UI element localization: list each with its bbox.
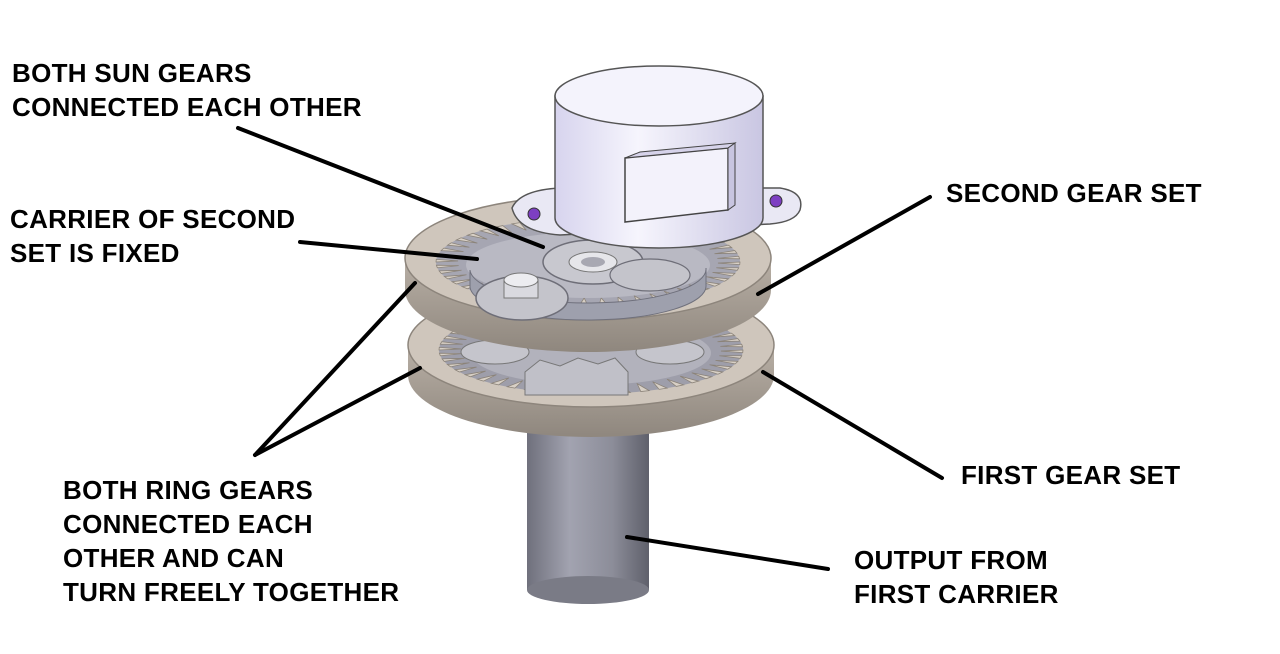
- label-line: CONNECTED EACH OTHER: [12, 92, 362, 122]
- label-ring-gears: BOTH RING GEARS CONNECTED EACH OTHER AND…: [63, 473, 399, 609]
- gear-tooth: [438, 352, 462, 357]
- gear-tooth: [652, 381, 669, 390]
- leader-carrier-fixed: [298, 240, 479, 261]
- gear-tooth: [453, 366, 477, 373]
- gear-tooth: [691, 372, 714, 380]
- leader-first-gear-set: [761, 370, 944, 480]
- gear-tooth: [666, 378, 686, 387]
- label-carrier-fixed: CARRIER OF SECOND SET IS FIXED: [10, 202, 295, 270]
- gear-tooth: [438, 269, 462, 274]
- planet-gear-icon: [475, 272, 569, 321]
- gear-tooth: [717, 338, 741, 343]
- gear-tooth: [712, 271, 736, 277]
- gear-tooth: [490, 377, 510, 386]
- label-line: FIRST GEAR SET: [961, 460, 1181, 490]
- gear-tooth: [505, 380, 523, 389]
- gear-tooth: [435, 264, 459, 269]
- label-line: TURN FREELY TOGETHER: [63, 577, 400, 607]
- gear-tooth: [475, 374, 497, 382]
- label-line: BOTH SUN GEARS: [12, 58, 252, 88]
- leader-sun-gears: [236, 126, 545, 249]
- leader-ring-upper: [253, 281, 417, 457]
- leader-output: [625, 535, 830, 571]
- gear-tooth: [441, 357, 465, 362]
- gear-tooth: [716, 267, 740, 271]
- gear-tooth: [709, 244, 733, 250]
- label-line: SECOND GEAR SET: [946, 178, 1202, 208]
- gear-tooth: [439, 341, 463, 345]
- gear-tooth: [478, 228, 500, 237]
- label-line: OTHER AND CAN: [63, 543, 285, 573]
- gear-tooth: [443, 335, 467, 341]
- gear-tooth: [720, 343, 744, 348]
- gear-tooth: [463, 370, 486, 378]
- label-line: CARRIER OF SECOND: [10, 204, 296, 234]
- label-first-gear-set: FIRST GEAR SET: [961, 458, 1180, 492]
- gear-tooth: [709, 364, 733, 370]
- gear-tooth: [701, 368, 725, 375]
- label-line: CONNECTED EACH: [63, 509, 313, 539]
- gear-tooth: [720, 349, 744, 354]
- label-line: OUTPUT FROM: [854, 545, 1048, 575]
- gear-tooth: [440, 247, 464, 253]
- gear-tooth: [450, 278, 474, 285]
- leader-lines: [236, 126, 944, 571]
- bolt-icon: [527, 207, 541, 221]
- gear-tooth: [712, 332, 736, 338]
- gear-tooth: [706, 276, 730, 282]
- gear-tooth: [714, 250, 738, 255]
- gear-tooth: [435, 258, 459, 263]
- gear-tooth: [510, 222, 527, 231]
- label-output: OUTPUT FROM FIRST CARRIER: [854, 543, 1059, 611]
- gear-tooth: [679, 375, 701, 384]
- gear-tooth: [719, 355, 743, 359]
- gear-tooth: [717, 255, 741, 260]
- gear-tooth: [446, 362, 470, 368]
- label-sun-gears: BOTH SUN GEARS CONNECTED EACH OTHER: [12, 56, 362, 124]
- gear-tooth: [465, 232, 488, 240]
- gear-tooth: [717, 261, 741, 266]
- gear-tooth: [446, 242, 470, 248]
- label-line: FIRST CARRIER: [854, 579, 1059, 609]
- motor-icon: [511, 65, 802, 249]
- leader-second-gear-set: [756, 195, 932, 296]
- leader-ring-lower: [253, 366, 422, 457]
- label-second-gear-set: SECOND GEAR SET: [946, 176, 1202, 210]
- bolt-icon: [769, 194, 783, 208]
- gear-tooth: [636, 382, 651, 393]
- gear-tooth: [454, 237, 478, 244]
- gear-tooth: [438, 346, 462, 351]
- gear-tooth: [443, 274, 467, 280]
- label-line: BOTH RING GEARS: [63, 475, 314, 505]
- label-line: SET IS FIXED: [10, 238, 180, 268]
- gear-tooth: [715, 359, 739, 365]
